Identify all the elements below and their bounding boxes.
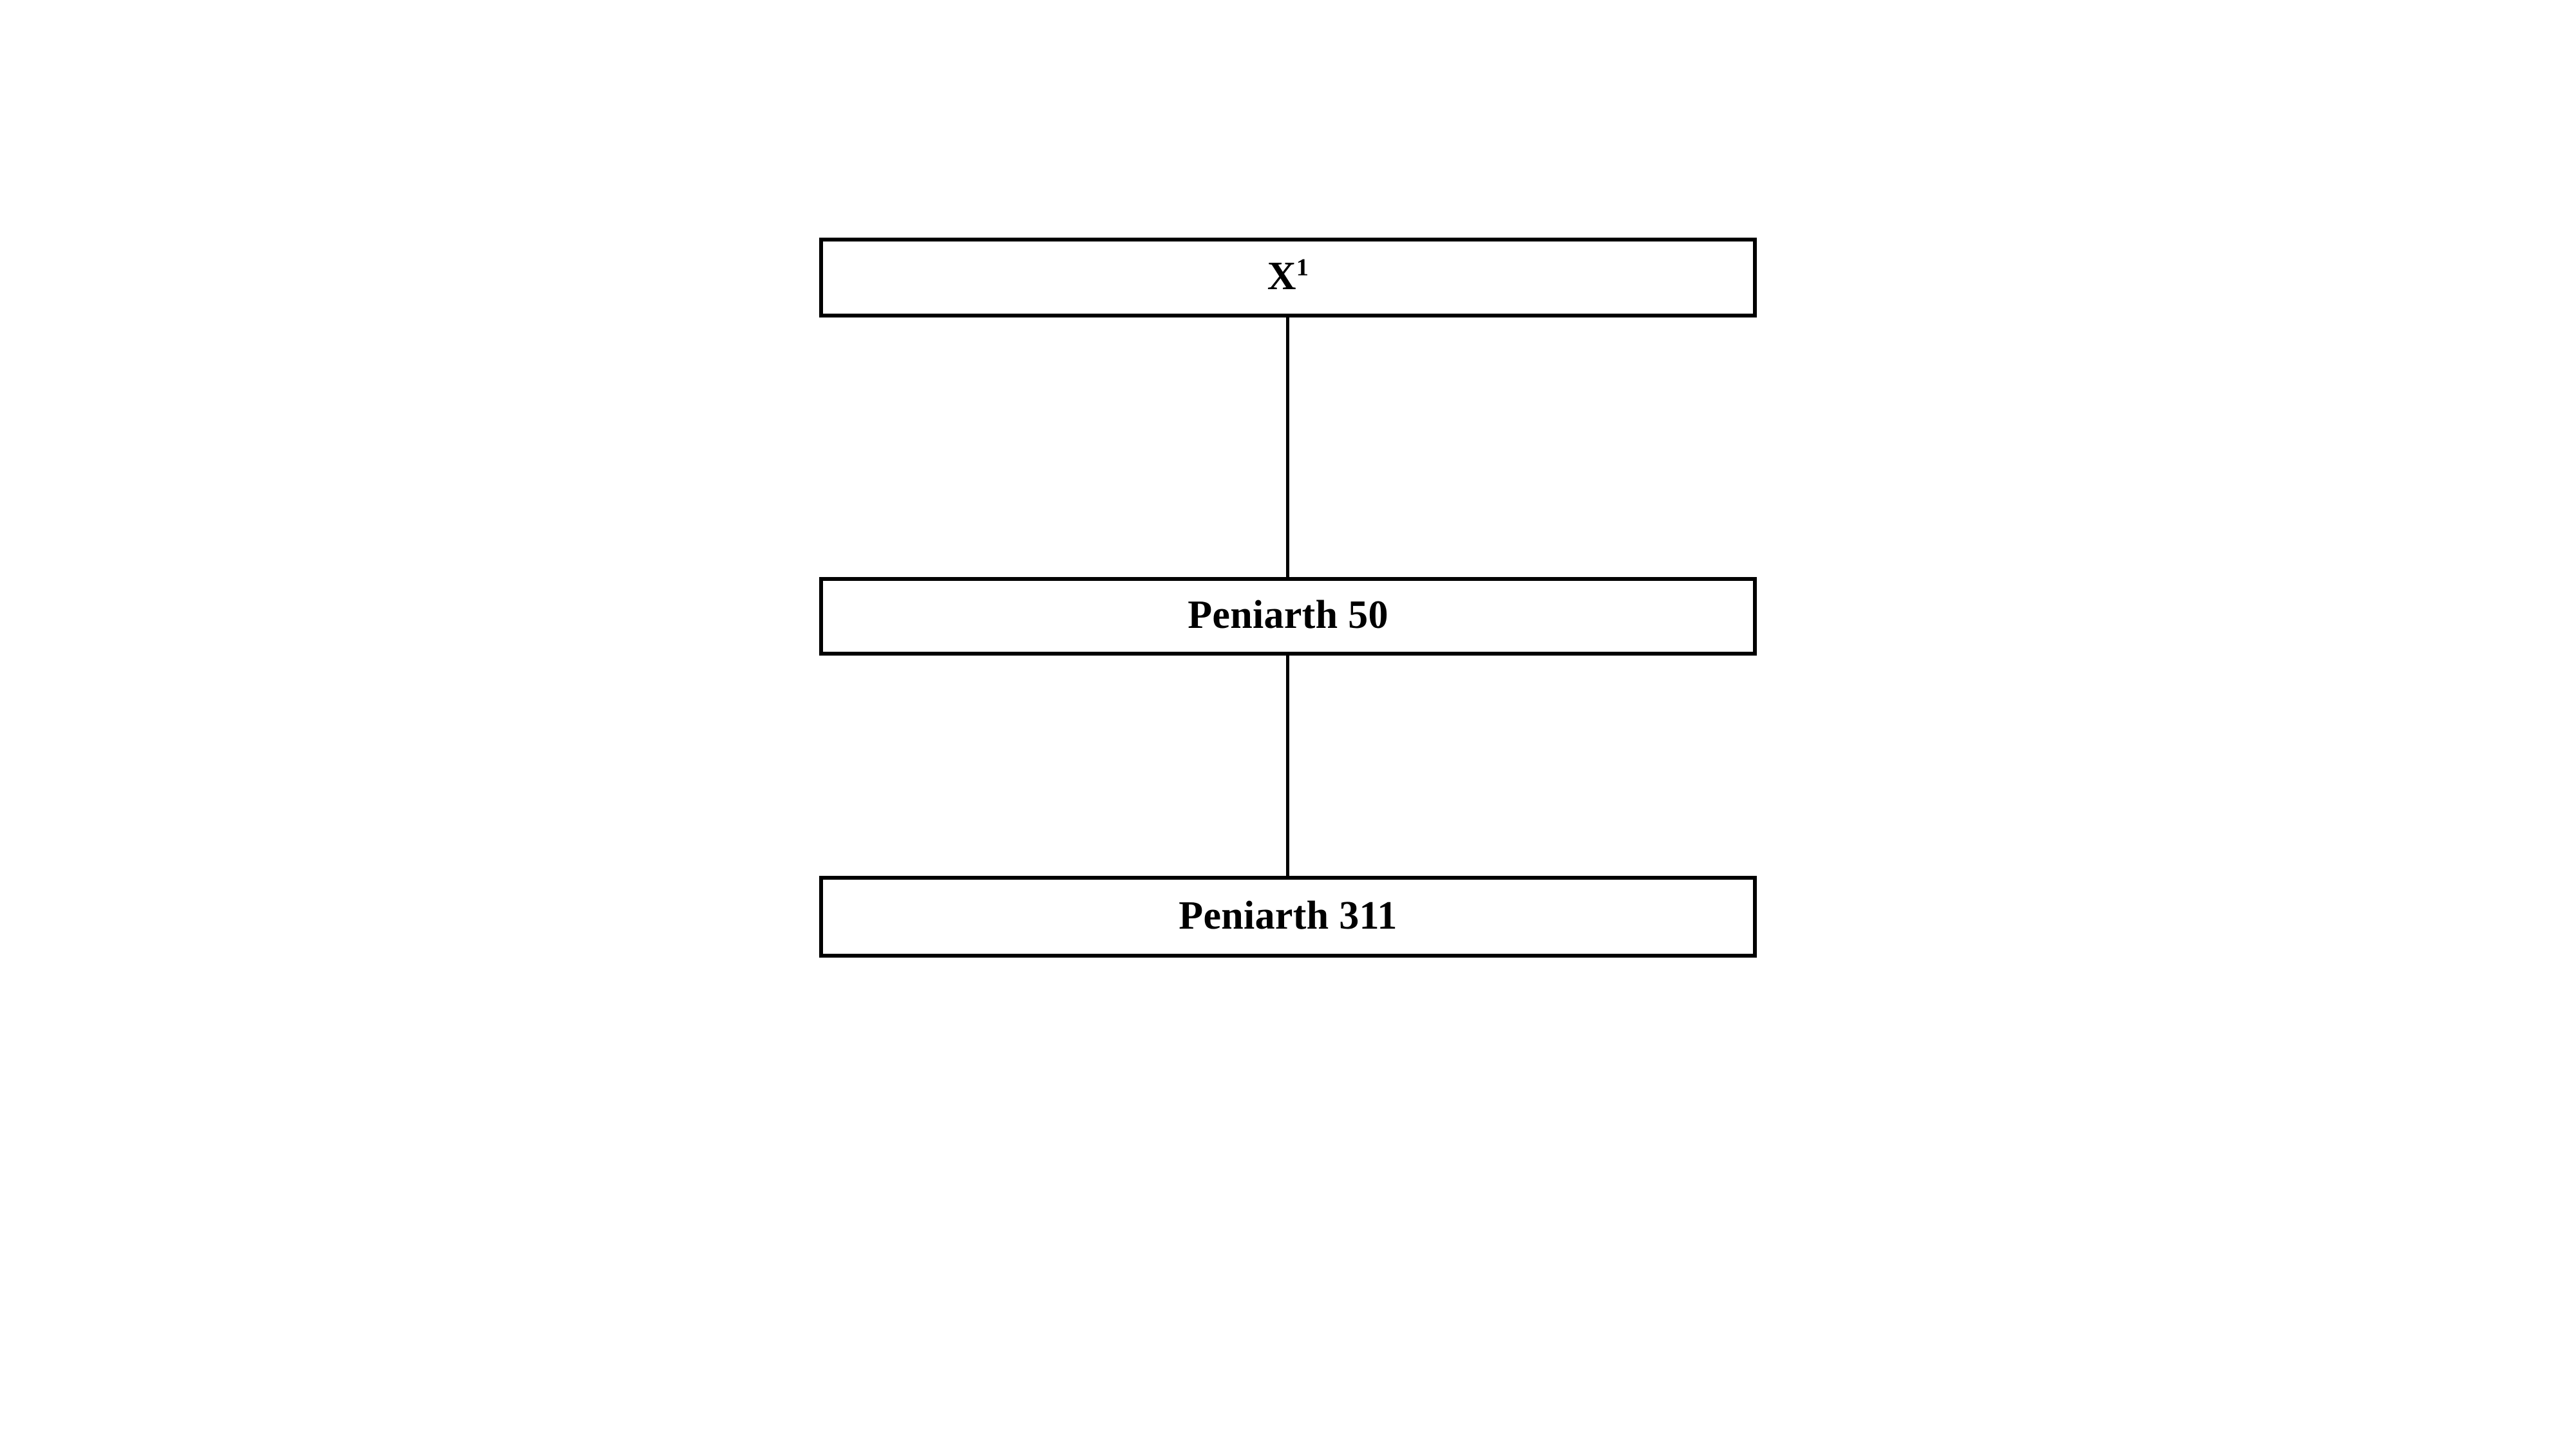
node-label-x1: X1 [1267, 254, 1309, 298]
node-label-x1-base: X [1267, 254, 1296, 298]
node-label-peniarth-50: Peniarth 50 [1188, 593, 1388, 637]
node-box-x1[interactable]: X1 [819, 238, 1757, 317]
node-box-peniarth-50[interactable]: Peniarth 50 [819, 577, 1757, 656]
node-box-peniarth-311[interactable]: Peniarth 311 [819, 876, 1757, 958]
node-label-peniarth-311: Peniarth 311 [1179, 893, 1397, 938]
node-label-x1-superscript: 1 [1296, 254, 1309, 281]
connector-line-peniarth-50-to-peniarth-311 [1286, 652, 1289, 879]
connector-line-x1-to-peniarth-50 [1286, 314, 1289, 580]
